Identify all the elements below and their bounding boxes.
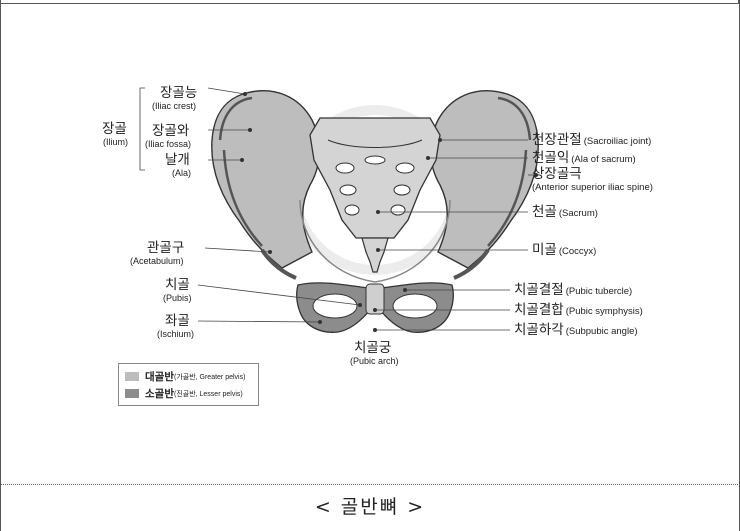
label-sacroiliac-joint: 천장관절(Sacroiliac joint) bbox=[532, 132, 651, 148]
sacrum bbox=[309, 117, 441, 239]
pelvic-brim bbox=[299, 199, 451, 283]
right-obturator-foramen bbox=[392, 293, 438, 319]
label-acetabulum-en: (Acetabulum) bbox=[130, 256, 184, 266]
leader-pubis bbox=[197, 284, 361, 306]
legend-item-greater-pelvis: 대골반 (가골반, Greater pelvis) bbox=[125, 368, 252, 385]
label-sacrum: 천골(Sacrum) bbox=[532, 204, 598, 220]
legend-item-lesser-pelvis: 소골반 (진골반, Lesser pelvis) bbox=[125, 385, 252, 402]
label-ala: 날개 bbox=[165, 152, 190, 168]
pelvis-diagram: 장골 (Ilium) 장골능 (Iliac crest) 장골와 (Iliac … bbox=[102, 85, 653, 366]
label-pubis: 치골 bbox=[165, 277, 190, 293]
legend-note-greater: (가골반, Greater pelvis) bbox=[173, 373, 246, 381]
label-ilium-en: (Ilium) bbox=[103, 137, 128, 147]
label-iliac-fossa-en: (Iliac fossa) bbox=[145, 139, 191, 149]
label-pubic-arch: 치골궁 bbox=[354, 340, 391, 356]
bottom-labels: 치골궁 (Pubic arch) bbox=[350, 340, 399, 366]
sacrum-promontory-line bbox=[327, 139, 423, 148]
legend-label-greater: 대골반 bbox=[145, 371, 174, 383]
right-acetabulum bbox=[453, 248, 490, 280]
sacral-foramina bbox=[335, 155, 415, 216]
label-subpubic-angle: 치골하각(Subpubic angle) bbox=[514, 322, 638, 338]
leader-ischium bbox=[197, 320, 321, 323]
label-iliac-crest-en: (Iliac crest) bbox=[152, 101, 196, 111]
label-acetabulum: 관골구 bbox=[147, 240, 184, 256]
label-pubic-arch-en: (Pubic arch) bbox=[350, 356, 399, 366]
caption-divider bbox=[0, 484, 740, 485]
label-asis: 상장골극 bbox=[532, 166, 582, 182]
left-acetabulum bbox=[260, 248, 297, 280]
pelvis-illustration bbox=[211, 90, 539, 333]
frame-left-edge bbox=[0, 0, 1, 484]
label-ilium: 장골 bbox=[102, 121, 127, 137]
label-pubic-symphysis: 치골결합(Pubic symphysis) bbox=[514, 302, 643, 318]
pubic-symphysis bbox=[365, 283, 385, 315]
legend: 대골반 (가골반, Greater pelvis) 소골반 (진골반, Less… bbox=[118, 363, 259, 406]
coccyx bbox=[361, 237, 389, 273]
figure-caption: < 골반뼈 > bbox=[314, 496, 426, 518]
leader-iliac-crest bbox=[207, 87, 246, 95]
label-asis-en: (Anterior superior iliac spine) bbox=[532, 182, 653, 193]
label-pubic-tubercle: 치골결절(Pubic tubercle) bbox=[514, 282, 632, 298]
label-pubis-en: (Pubis) bbox=[163, 293, 192, 303]
left-iliac-crest-rim bbox=[218, 96, 263, 247]
right-iliac-crest-rim bbox=[487, 96, 532, 247]
legend-swatch-greater bbox=[125, 372, 139, 381]
left-ilium bbox=[211, 90, 320, 269]
leader-lines bbox=[139, 87, 538, 332]
leader-acetabulum bbox=[204, 247, 271, 253]
label-iliac-crest: 장골능 bbox=[160, 85, 197, 101]
right-ilium bbox=[430, 90, 539, 269]
label-ala-en: (Ala) bbox=[172, 168, 191, 178]
ilium-bracket bbox=[139, 87, 145, 171]
right-labels: 천장관절(Sacroiliac joint) 천골익(Ala of sacrum… bbox=[514, 132, 653, 338]
label-iliac-fossa: 장골와 bbox=[152, 123, 189, 139]
frame-footer-left-edge bbox=[0, 484, 1, 531]
legend-note-lesser: (진골반, Lesser pelvis) bbox=[173, 390, 243, 398]
left-labels: 장골 (Ilium) 장골능 (Iliac crest) 장골와 (Iliac … bbox=[102, 85, 197, 339]
left-obturator-foramen bbox=[312, 293, 358, 319]
label-ischium: 좌골 bbox=[165, 313, 190, 329]
label-ala-of-sacrum: 천골익(Ala of sacrum) bbox=[532, 150, 636, 166]
label-coccyx: 미골(Coccyx) bbox=[532, 242, 596, 258]
label-ischium-en: (Ischium) bbox=[157, 329, 194, 339]
legend-swatch-lesser bbox=[125, 389, 139, 398]
legend-label-lesser: 소골반 bbox=[145, 388, 174, 400]
